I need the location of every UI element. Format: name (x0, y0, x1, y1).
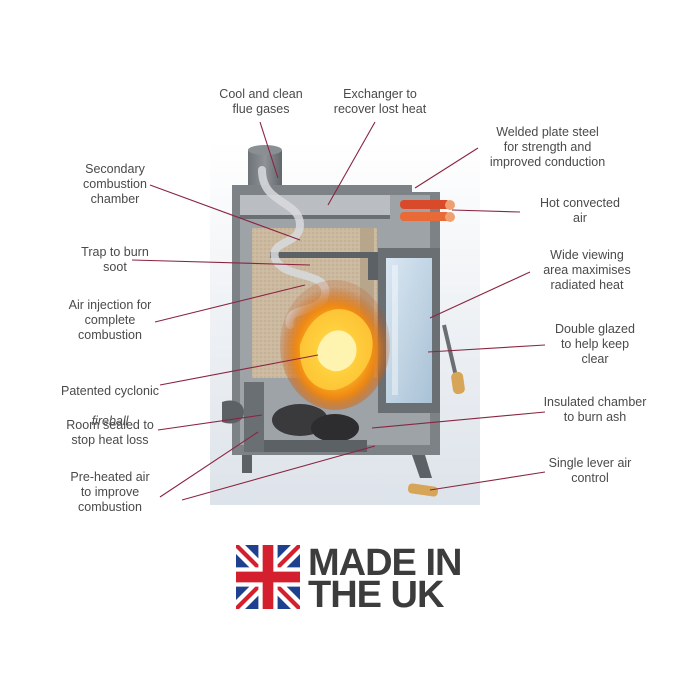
label-insulated-chamber: Insulated chamber to burn ash (543, 395, 647, 424)
hot-air-tubes (400, 200, 455, 222)
label-preheated-air: Pre-heated air to improve combustion (70, 470, 150, 514)
leader-lines (131, 121, 546, 501)
label-viewing-area: Wide viewing area maximises radiated hea… (543, 248, 631, 292)
label-cyclonic-line1: Patented cyclonic (61, 384, 159, 398)
label-air-injection: Air injection for complete combustion (68, 298, 152, 342)
ash-chamber (252, 440, 367, 452)
made-in-uk-line1: MADE IN (308, 542, 462, 584)
baffle-plate (270, 252, 380, 258)
air-inlet (222, 400, 244, 424)
label-exchanger: Exchanger to recover lost heat (333, 87, 427, 116)
label-cyclonic-line2: fireball (91, 414, 129, 428)
air-lever (407, 483, 439, 497)
made-in-uk-line2: THE UK (308, 574, 444, 616)
label-double-glazed: Double glazed to help keep clear (555, 322, 635, 366)
stove-leg (242, 455, 252, 473)
label-welded-steel: Welded plate steel for strength and impr… (489, 125, 606, 169)
heat-exchanger (240, 195, 390, 217)
label-flue-gases: Cool and clean flue gases (219, 87, 303, 116)
label-single-lever: Single lever air control (548, 456, 632, 485)
label-hot-air: Hot convected air (540, 196, 620, 225)
label-trap-soot: Trap to burn soot (81, 245, 149, 274)
glass-panel (386, 258, 432, 403)
label-cyclonic: Patented cyclonic fireball (40, 369, 180, 429)
union-jack-flag (236, 545, 300, 609)
label-room-sealed: Room sealed to stop heat loss (66, 418, 154, 447)
label-secondary-chamber: Secondary combustion chamber (83, 162, 147, 206)
